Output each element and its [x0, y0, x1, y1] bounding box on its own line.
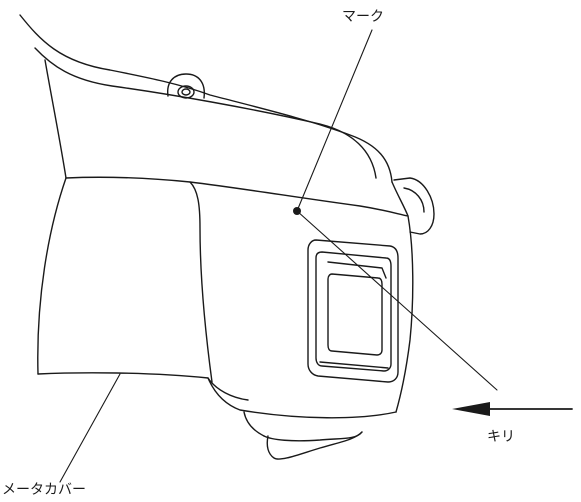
side-tab-inner — [403, 187, 425, 213]
cover-bottom-inner — [207, 377, 249, 401]
housing-left-edge — [44, 59, 67, 179]
mark-label: マーク — [342, 9, 384, 25]
screw-hole — [177, 85, 195, 99]
bottom-clip-body — [266, 431, 363, 460]
cover-bottom-edge — [37, 372, 397, 419]
mount-boss — [167, 73, 205, 99]
lens-outer-frame — [307, 239, 399, 383]
bottom-clip-stem — [243, 411, 265, 437]
lens-mid-frame — [315, 251, 392, 372]
kiri-leader-line — [296, 210, 498, 391]
cover-left-crease — [189, 181, 213, 383]
cover-left-face — [37, 177, 67, 375]
lens-top-bevel — [327, 261, 387, 279]
screw-hole-inner — [181, 88, 191, 96]
lens-bottom-bevel — [319, 361, 389, 369]
meter-cover-label: メータカバー — [2, 482, 86, 498]
front-face-top — [65, 176, 409, 217]
meter-cover-leader-line — [59, 373, 121, 483]
cover-top-edge — [19, 14, 393, 183]
cover-flange-inner — [34, 47, 377, 179]
lens-window — [327, 273, 383, 356]
cover-right-outline — [391, 181, 414, 413]
direction-arrow-head — [452, 402, 490, 416]
side-tab — [393, 177, 435, 235]
kiri-label: キリ — [487, 429, 515, 445]
mark-leader-line — [296, 29, 373, 212]
